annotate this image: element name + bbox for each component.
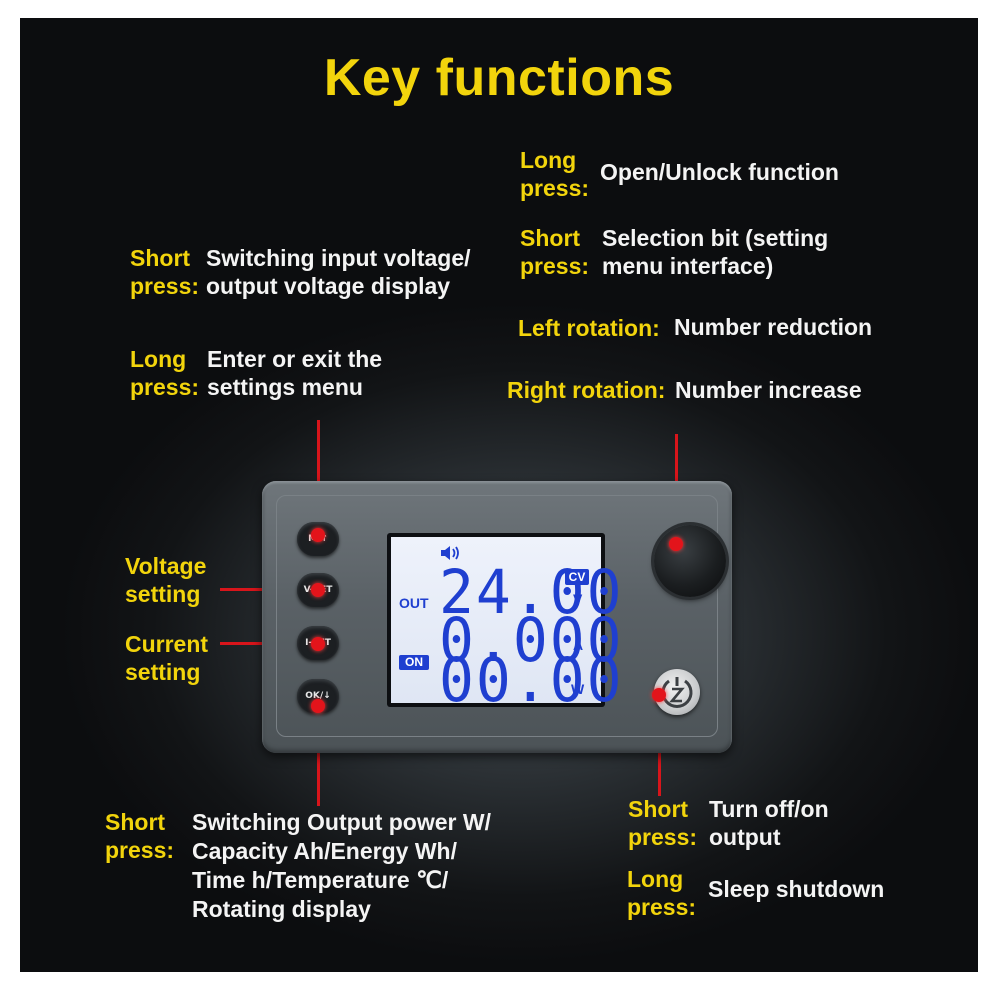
- vset-marker: [311, 583, 325, 597]
- infographic-panel: Key functions Long press: Open/Unlock fu…: [20, 18, 978, 972]
- label-line: press:: [105, 837, 175, 863]
- current-readout: 0.000: [439, 604, 624, 676]
- desc-line: Rotating display: [192, 896, 371, 922]
- rotary-encoder-knob[interactable]: [651, 522, 729, 600]
- desc-line: Selection bit (setting: [602, 225, 829, 251]
- knob-long-press-desc: Open/Unlock function: [600, 159, 839, 185]
- knob-short-press-desc: Selection bit (setting menu interface): [602, 224, 828, 280]
- desc-line: Switching input voltage/: [206, 245, 471, 271]
- power-readout: 00.00: [439, 644, 624, 716]
- m-long-press-label: Long press:: [130, 345, 199, 401]
- desc-line: output voltage display: [206, 273, 451, 299]
- power-long-press-label: Long press:: [627, 865, 696, 921]
- lcd-display: OUT 24.00 CV V 0.000 A ON 00.00 W: [387, 533, 622, 710]
- power-button-marker: [652, 688, 666, 702]
- ok-button-marker: [311, 699, 325, 713]
- knob-long-press-label: Long press:: [520, 146, 589, 202]
- label-line: press:: [520, 253, 590, 279]
- label-line: press:: [520, 175, 590, 201]
- iset-marker: [311, 637, 325, 651]
- desc-line: Time h/Temperature ℃/: [192, 867, 449, 893]
- current-setting-label: Current setting: [125, 630, 208, 686]
- label-line: press:: [628, 824, 698, 850]
- desc-line: Switching Output power W/: [192, 809, 491, 835]
- right-rotation-label: Right rotation:: [507, 377, 666, 403]
- label-line: Long: [130, 346, 187, 372]
- desc-line: settings menu: [207, 374, 363, 400]
- desc-line: Enter or exit the: [207, 346, 383, 372]
- cv-badge: CV: [565, 569, 589, 585]
- desc-line: Capacity Ah/Energy Wh/: [192, 838, 457, 864]
- lcd-screen: OUT 24.00 CV V 0.000 A ON 00.00 W: [391, 537, 622, 710]
- label-line: Long: [627, 866, 684, 892]
- label-line: Short: [105, 809, 166, 835]
- knob-short-press-label: Short press:: [520, 224, 589, 280]
- m-short-press-label: Short press:: [130, 244, 199, 300]
- power-supply-module: M/↑ V-SET I-SET OK/↓ OUT 24.00 CV V 0.00…: [262, 481, 732, 753]
- label-line: press:: [627, 894, 697, 920]
- page-title: Key functions: [323, 49, 675, 107]
- left-rotation-label: Left rotation:: [518, 315, 660, 341]
- label-line: Voltage: [125, 553, 207, 579]
- m-short-press-desc: Switching input voltage/ output voltage …: [206, 244, 471, 300]
- desc-line: output: [709, 824, 781, 850]
- out-label: OUT: [399, 595, 429, 611]
- label-line: Short: [628, 796, 689, 822]
- desc-line: Turn off/on: [709, 796, 829, 822]
- desc-line: menu interface): [602, 253, 774, 279]
- label-line: Current: [125, 631, 209, 657]
- power-short-press-label: Short press:: [628, 795, 697, 851]
- m-long-press-desc: Enter or exit the settings menu: [207, 345, 382, 401]
- unit-w: W: [571, 681, 585, 697]
- ok-short-press-label: Short press:: [105, 808, 174, 864]
- voltage-setting-label: Voltage setting: [125, 552, 206, 608]
- right-rotation-desc: Number increase: [675, 377, 862, 403]
- label-line: Short: [130, 245, 191, 271]
- ok-short-press-desc: Switching Output power W/ Capacity Ah/En…: [192, 808, 491, 924]
- power-short-press-desc: Turn off/on output: [709, 795, 829, 851]
- m-button-marker: [311, 528, 325, 542]
- voltage-readout: 24.00: [439, 556, 624, 628]
- speaker-icon: [441, 546, 459, 560]
- unit-a: A: [573, 637, 584, 653]
- label-line: press:: [130, 374, 200, 400]
- label-line: Short: [520, 225, 581, 251]
- unit-v: V: [573, 591, 583, 607]
- ok-button-callout-line: [317, 706, 320, 806]
- left-rotation-desc: Number reduction: [674, 314, 873, 340]
- label-line: setting: [125, 659, 201, 685]
- label-line: press:: [130, 273, 200, 299]
- power-long-press-desc: Sleep shutdown: [708, 876, 885, 902]
- m-button-callout-line: [317, 420, 320, 533]
- label-line: Long: [520, 147, 577, 173]
- on-badge: ON: [399, 655, 429, 670]
- knob-marker: [669, 537, 683, 551]
- device-bezel: [276, 495, 718, 737]
- label-line: setting: [125, 581, 201, 607]
